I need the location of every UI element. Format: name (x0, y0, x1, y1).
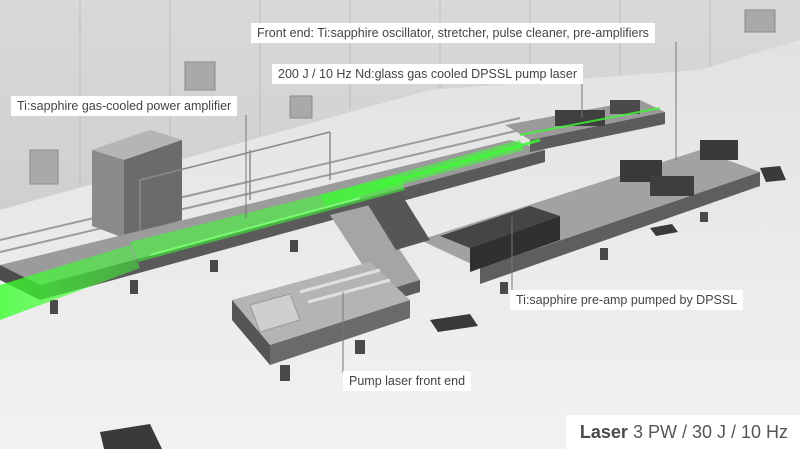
wall-windows (29, 9, 776, 185)
laser-spec-badge: Laser 3 PW / 30 J / 10 Hz (565, 415, 800, 449)
back-wall (0, 0, 800, 210)
overhead-frame (139, 131, 331, 230)
pump-laser-table (420, 140, 760, 284)
floor-hatches (100, 166, 786, 449)
laser-beams (0, 107, 661, 320)
leader-lines (245, 42, 677, 373)
table-legs (50, 212, 708, 381)
laser-title: Laser (579, 422, 628, 442)
front-end-label: Front end: Ti:sapphire oscillator, stret… (251, 23, 655, 43)
amplifier-cabinet (92, 130, 182, 238)
pump-laser-label: 200 J / 10 Hz Nd:glass gas cooled DPSSL … (272, 64, 583, 84)
pump-front-end-table (232, 262, 410, 365)
pump-front-end-label: Pump laser front end (343, 371, 472, 391)
wall-railing (0, 117, 521, 253)
laser-spec: 3 PW / 30 J / 10 Hz (632, 422, 788, 442)
pre-amp-label: Ti:sapphire pre-amp pumped by DPSSL (510, 290, 744, 310)
power-amplifier-label: Ti:sapphire gas-cooled power amplifier (11, 96, 238, 116)
